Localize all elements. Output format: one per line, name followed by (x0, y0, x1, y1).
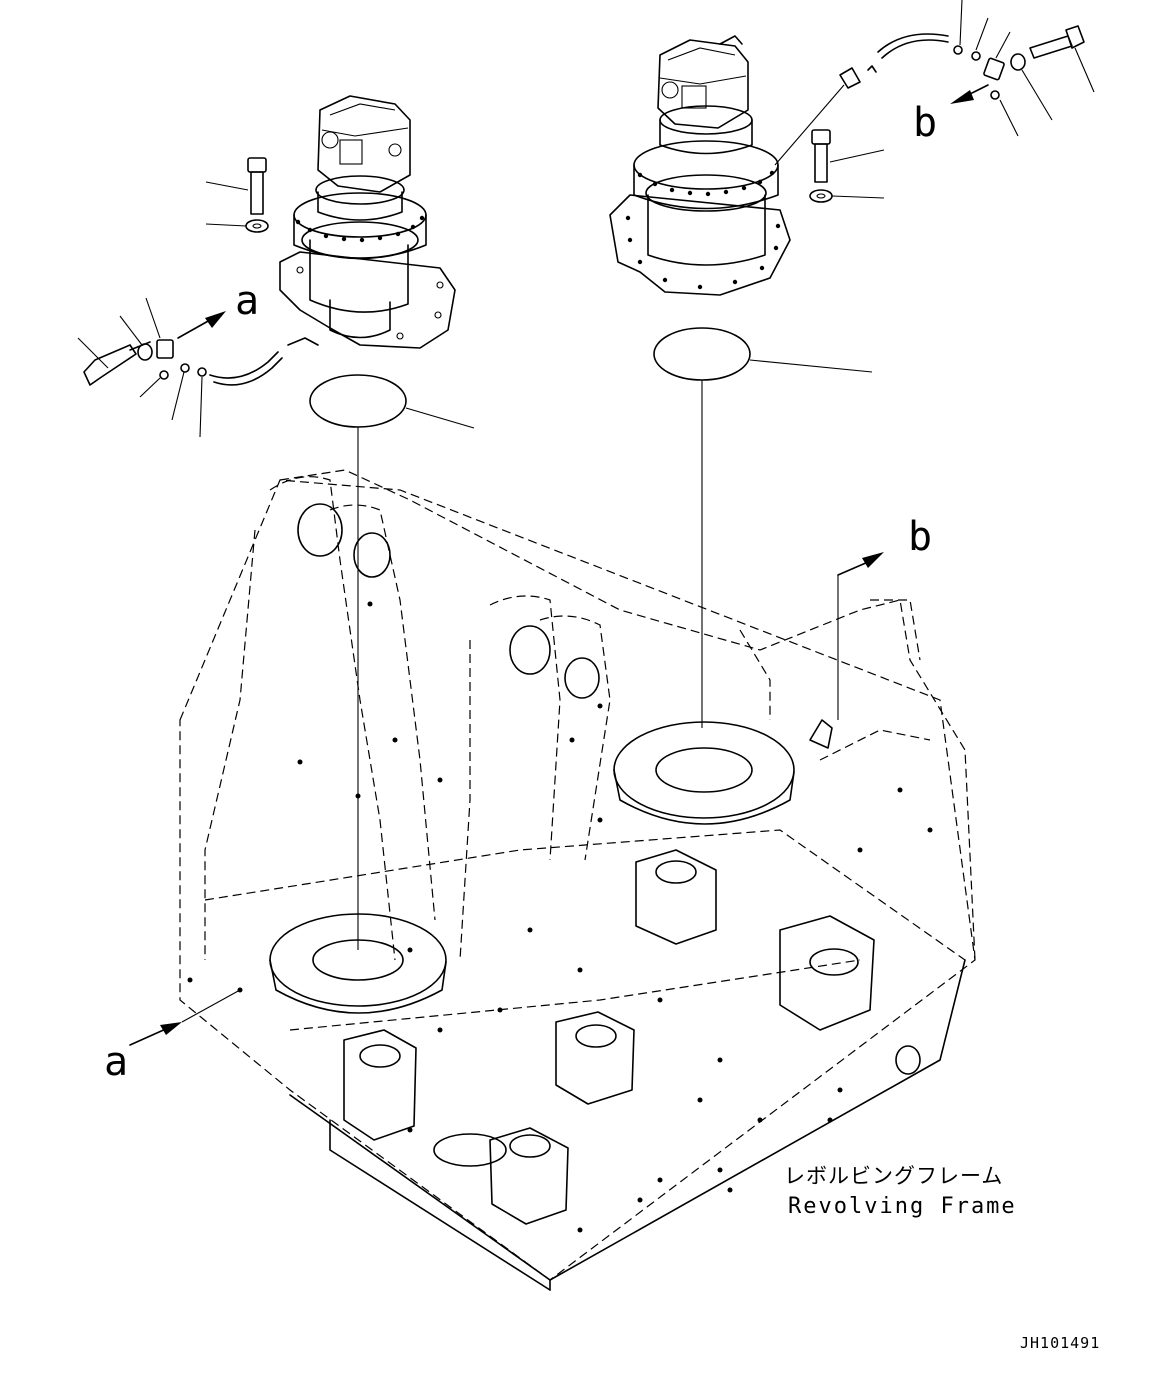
left-hose-fittings (77, 297, 319, 438)
callout-a-top: a (235, 278, 260, 324)
a-callout-leader (181, 989, 241, 1023)
right-motor-mount-flange (613, 721, 795, 825)
left-o-ring (309, 374, 475, 429)
right-swing-motor (609, 35, 791, 296)
left-swing-motor (279, 95, 456, 349)
a-callout-arrowhead (160, 1022, 182, 1035)
left-motor-mount-flange (269, 913, 447, 1014)
revolving-frame (179, 469, 976, 1291)
left-washer-upper (205, 219, 269, 233)
a-callout-arrow-shaft (129, 1027, 169, 1046)
mount-box-5 (489, 1127, 569, 1225)
callout-a-bottom: a (104, 1039, 129, 1085)
mount-box-3 (555, 1011, 635, 1105)
right-bolt-upper (811, 129, 885, 183)
callout-b-right: b (908, 514, 933, 560)
right-o-ring (653, 327, 873, 381)
mount-box-1 (635, 849, 717, 945)
callout-b-top: b (913, 100, 938, 146)
b-callout-arrowhead (862, 552, 884, 568)
left-bolt-upper (205, 157, 267, 215)
frame-label-english: Revolving Frame (788, 1194, 1017, 1219)
right-washer-upper (809, 189, 885, 203)
mount-box-4 (343, 1029, 417, 1141)
document-id: JH101491 (1020, 1334, 1101, 1352)
right-hose-fittings (774, 0, 1095, 166)
frame-label-japanese: レボルビングフレーム (784, 1164, 1004, 1188)
b-callout-arrow-shaft (837, 561, 869, 576)
mount-box-2 (779, 915, 875, 1031)
